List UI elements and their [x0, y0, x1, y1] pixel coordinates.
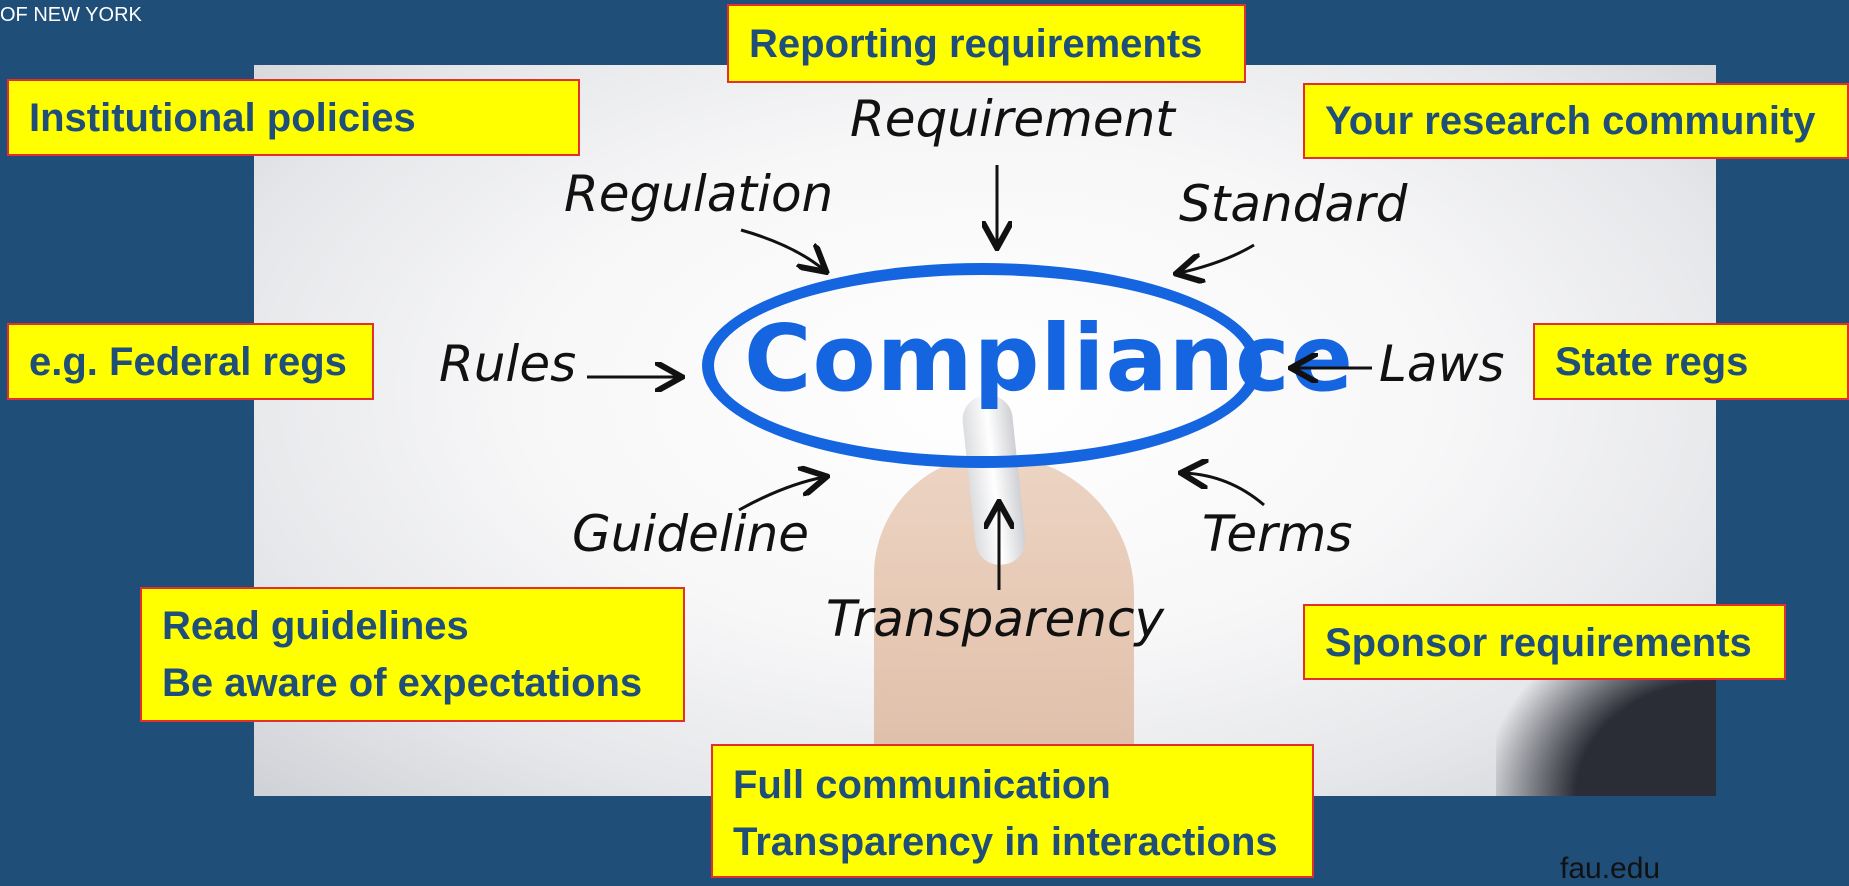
- institution-name-fragment: OF NEW YORK: [0, 4, 142, 26]
- callout-research-community: Your research community: [1303, 83, 1849, 159]
- word-regulation: Regulation: [564, 165, 834, 223]
- callout-read-guidelines: Read guidelines Be aware of expectations: [140, 587, 685, 722]
- callout-text: Your research community: [1325, 99, 1816, 143]
- callout-line-2: Transparency in interactions: [733, 820, 1278, 864]
- callout-line-1: Full communication: [733, 763, 1111, 807]
- callout-institutional-policies: Institutional policies: [7, 79, 580, 156]
- arrows-diagram: [587, 165, 1372, 590]
- callout-text: State regs: [1555, 340, 1749, 384]
- callout-state-regs: State regs: [1533, 323, 1849, 400]
- callout-sponsor-requirements: Sponsor requirements: [1303, 604, 1786, 680]
- arrow-regulation: [740, 228, 824, 270]
- footer-url: fau.edu: [1560, 852, 1661, 885]
- callout-text: e.g. Federal regs: [29, 340, 347, 384]
- word-laws: Laws: [1379, 335, 1505, 393]
- word-standard: Standard: [1179, 175, 1408, 233]
- arrow-guideline: [738, 477, 824, 512]
- word-terms: Terms: [1202, 505, 1353, 563]
- word-transparency: Transparency: [826, 590, 1165, 648]
- arrow-standard: [1179, 243, 1255, 273]
- callout-text: Reporting requirements: [749, 22, 1203, 66]
- callout-line-2: Be aware of expectations: [162, 661, 643, 705]
- word-rules: Rules: [439, 335, 577, 393]
- word-requirement: Requirement: [850, 90, 1175, 148]
- callout-federal-regs: e.g. Federal regs: [7, 323, 374, 400]
- arrow-terms: [1184, 473, 1265, 507]
- callout-text: Institutional policies: [29, 96, 416, 140]
- callout-line-1: Read guidelines: [162, 604, 469, 648]
- word-guideline: Guideline: [572, 505, 810, 563]
- callout-full-communication: Full communication Transparency in inter…: [711, 744, 1314, 878]
- callout-reporting-requirements: Reporting requirements: [727, 4, 1246, 83]
- callout-text: Sponsor requirements: [1325, 621, 1752, 665]
